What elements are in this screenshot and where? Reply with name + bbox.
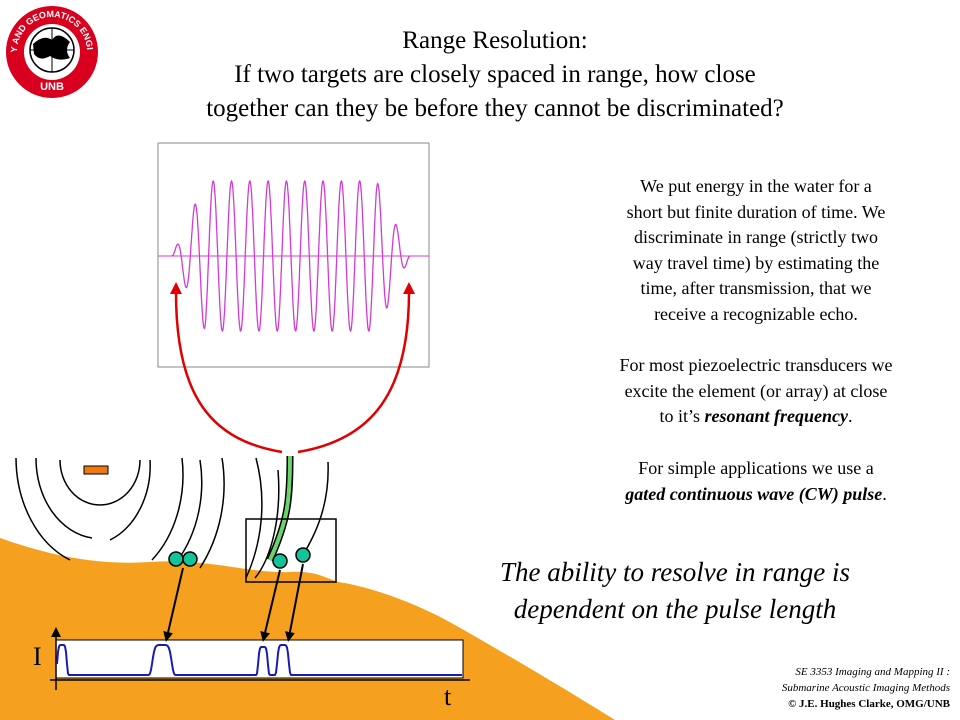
p2-line-3: to it’s resonant frequency.: [578, 404, 934, 430]
cw-pulse-waveform: [171, 179, 411, 333]
y-axis-label: I: [33, 642, 42, 671]
target-right-2: [295, 547, 311, 563]
footer-course: SE 3353 Imaging and Mapping II :: [795, 666, 950, 678]
footer-copyright: © J.E. Hughes Clarke, OMG/UNB: [788, 698, 950, 710]
p2-prefix: to it’s: [659, 406, 705, 426]
emphasis-line-2: dependent on the pulse length: [513, 594, 837, 624]
p3-line-2: gated continuous wave (CW) pulse.: [578, 482, 934, 508]
cw-pulse-term: gated continuous wave (CW) pulse: [625, 483, 883, 504]
p3-suffix: .: [882, 483, 887, 504]
p1-line-5: time, after transmission, that we: [640, 278, 872, 298]
x-axis-label: t: [444, 682, 452, 711]
title-line-3: together can they be before they cannot …: [206, 95, 784, 122]
p1-line-3: discriminate in range (strictly two: [634, 227, 878, 247]
waveform-panel: [157, 142, 430, 368]
p2-line-1: For most piezoelectric transducers we: [619, 355, 893, 375]
footer-credit: SE 3353 Imaging and Mapping II : Submari…: [782, 664, 950, 712]
footer-course-title: Submarine Acoustic Imaging Methods: [781, 682, 950, 694]
p2-suffix: .: [848, 406, 853, 426]
zoom-box: [245, 518, 337, 583]
paragraph-cw: For simple applications we use a gated c…: [578, 456, 934, 507]
title-line-1: Range Resolution:: [402, 27, 588, 54]
target-echo-arrows: [163, 563, 304, 642]
p1-line-2: short but finite duration of time. We: [626, 201, 886, 222]
echo-intensity-trace: [56, 644, 462, 676]
p3-line-1: For simple applications we use a: [638, 458, 874, 478]
unb-logo: GEODESY AND GEOMATICS ENGINEERING UNB: [0, 0, 98, 98]
logo-center-text: UNB: [40, 81, 64, 93]
paragraph-energy: We put energy in the water for a short b…: [578, 174, 934, 327]
target-right-1: [272, 553, 288, 569]
wavefront-rings: [15, 457, 329, 579]
p2-line-2: excite the element (or array) at close: [624, 380, 888, 401]
paragraph-piezo: For most piezoelectric transducers we ex…: [578, 353, 934, 430]
p1-line-6: receive a recognizable echo.: [654, 303, 858, 324]
target-left-2: [182, 551, 198, 567]
target-left-1: [168, 551, 184, 567]
p1-line-4: way travel time) by estimating the: [632, 252, 880, 273]
resonant-frequency-term: resonant frequency: [704, 406, 849, 426]
emphasis-line-1: The ability to resolve in range is: [500, 557, 850, 587]
title-line-2: If two targets are closely spaced in ran…: [234, 61, 756, 88]
p1-line-1: We put energy in the water for a: [640, 176, 872, 196]
round-trip-arrow: [169, 282, 283, 454]
targets: [168, 547, 311, 569]
source-marker: [83, 465, 109, 475]
